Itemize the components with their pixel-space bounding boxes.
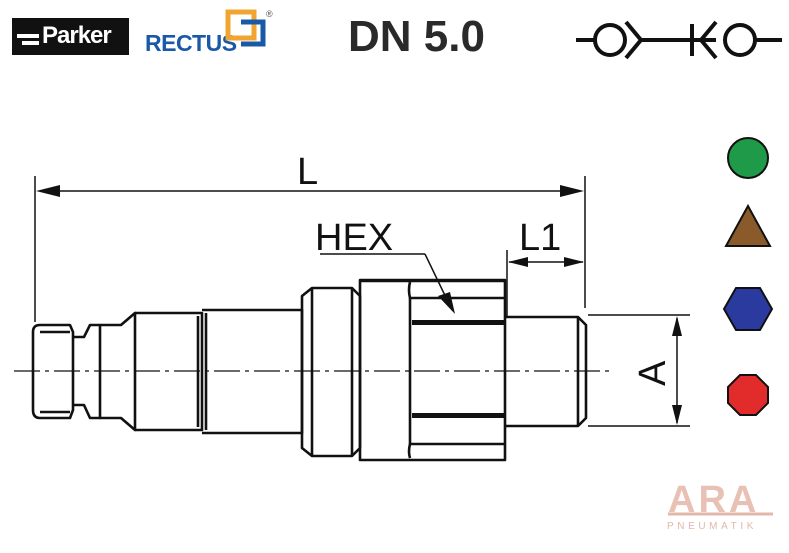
hex-leader xyxy=(320,253,455,314)
dimension-l1-label: L1 xyxy=(519,217,561,259)
dimension-l-label: L xyxy=(297,151,318,193)
marker-hexagon xyxy=(722,287,774,331)
rectus-logo-text: RECTUS xyxy=(145,30,237,56)
parker-logo-mark xyxy=(17,34,39,38)
marker-octagon xyxy=(727,374,769,416)
coupling-symbol xyxy=(576,20,782,60)
dimension-l1 xyxy=(506,250,584,318)
dimension-a-label: A xyxy=(632,360,674,386)
nipple-body xyxy=(31,278,588,462)
marker-circle xyxy=(727,137,769,179)
parker-logo-mark xyxy=(22,41,39,45)
watermark-subtitle: PNEUMATIK xyxy=(667,521,757,532)
dimension-l xyxy=(34,176,586,322)
rectus-logo-icon: ® xyxy=(225,9,273,47)
page-title: DN 5.0 xyxy=(348,12,485,61)
hex-flat-upper xyxy=(412,320,505,325)
parker-logo-text: Parker xyxy=(42,22,112,49)
marker-triangle xyxy=(724,203,772,247)
material-markers xyxy=(722,137,774,416)
dimension-a xyxy=(588,314,690,427)
dimension-hex-label: HEX xyxy=(315,217,393,259)
registered-mark: ® xyxy=(266,9,273,19)
hex-flat-lower xyxy=(412,413,505,418)
watermark-logo: ARA xyxy=(668,479,760,521)
